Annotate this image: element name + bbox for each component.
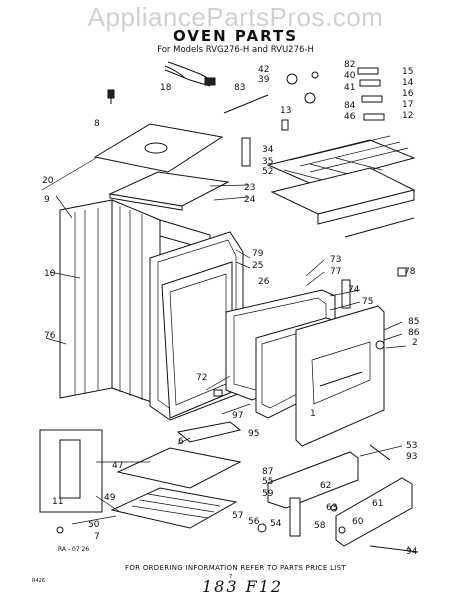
callout-25: 25 (252, 261, 263, 271)
callout-14: 14 (402, 78, 414, 88)
callout-84: 84 (344, 101, 356, 111)
callout-62: 62 (320, 481, 331, 491)
callout-52: 52 (262, 167, 273, 177)
diagram-title: OVEN PARTS (172, 27, 299, 45)
handwritten-note: 183 F12 (202, 577, 284, 596)
callout-40: 40 (344, 71, 356, 81)
callout-7: 7 (94, 532, 100, 542)
callout-20: 20 (42, 176, 54, 186)
callout-72: 72 (196, 373, 207, 383)
small-parts (56, 67, 407, 537)
callout-1: 1 (310, 409, 316, 419)
callout-61: 61 (372, 499, 383, 509)
callout-55: 55 (262, 477, 273, 487)
callout-42: 42 (258, 65, 269, 75)
insulation-pad (108, 171, 230, 211)
watermark: AppliancePartsPros.com (87, 2, 384, 32)
callout-87: 87 (262, 467, 273, 477)
callout-50: 50 (88, 520, 100, 530)
callout-86: 86 (408, 328, 420, 338)
callout-16: 16 (402, 89, 414, 99)
control-panel (267, 444, 391, 509)
callout-35: 35 (262, 157, 273, 167)
callout-82: 82 (344, 60, 355, 70)
callout-11: 11 (52, 497, 63, 507)
corner-mark: R426 (32, 578, 46, 584)
callout-26: 26 (258, 277, 270, 287)
oven-door (295, 305, 385, 447)
callout-95: 95 (248, 429, 259, 439)
callout-6: 6 (178, 437, 184, 447)
callout-79: 79 (252, 249, 264, 259)
callout-18: 18 (160, 83, 172, 93)
callout-56: 56 (248, 517, 260, 527)
callout-47: 47 (112, 461, 123, 471)
ordering-footer: FOR ORDERING INFORMATION REFER TO PARTS … (125, 564, 346, 572)
callout-59: 59 (262, 489, 274, 499)
callout-74: 74 (348, 285, 360, 295)
callout-17: 17 (402, 100, 413, 110)
callout-23: 23 (244, 183, 255, 193)
page-mark: 7 (229, 574, 233, 580)
callout-53: 53 (406, 441, 417, 451)
leader-lines (41, 157, 411, 553)
callout-49: 49 (104, 493, 116, 503)
callout-34: 34 (262, 145, 274, 155)
callout-83: 83 (234, 83, 245, 93)
callout-75: 75 (362, 297, 373, 307)
callout-24: 24 (244, 195, 256, 205)
callout-73: 73 (330, 255, 341, 265)
callout-78: 78 (404, 267, 416, 277)
storage-drawer (110, 447, 242, 529)
callout-39: 39 (258, 75, 270, 85)
callout-46: 46 (344, 112, 356, 122)
screw-part (107, 89, 115, 104)
callout-63: 63 (326, 503, 337, 513)
kick-panel (335, 477, 419, 553)
ra-reference: RA - 07 26 (58, 546, 90, 553)
callout-85: 85 (408, 317, 419, 327)
callout-13: 13 (280, 106, 291, 116)
callout-10: 10 (44, 269, 56, 279)
callout-15: 15 (402, 67, 413, 77)
callout-2: 2 (412, 338, 418, 348)
callout-54: 54 (270, 519, 282, 529)
callout-60: 60 (352, 517, 364, 527)
callout-97: 97 (232, 411, 243, 421)
inset-box (39, 429, 103, 513)
callout-57: 57 (232, 511, 243, 521)
callout-12: 12 (402, 111, 413, 121)
top-panel (93, 123, 224, 173)
oven-rack (266, 135, 416, 238)
callout-93: 93 (406, 452, 417, 462)
callout-9: 9 (44, 195, 50, 205)
power-cord (164, 61, 216, 87)
callout-77: 77 (330, 267, 341, 277)
callout-58: 58 (314, 521, 326, 531)
diagram-subtitle: For Models RVG276-H and RVU276-H (157, 45, 314, 55)
callout-76: 76 (44, 331, 56, 341)
oven-liner (149, 231, 244, 421)
callout-94: 94 (406, 547, 418, 557)
callout-41: 41 (344, 83, 355, 93)
callout-8: 8 (94, 119, 100, 129)
